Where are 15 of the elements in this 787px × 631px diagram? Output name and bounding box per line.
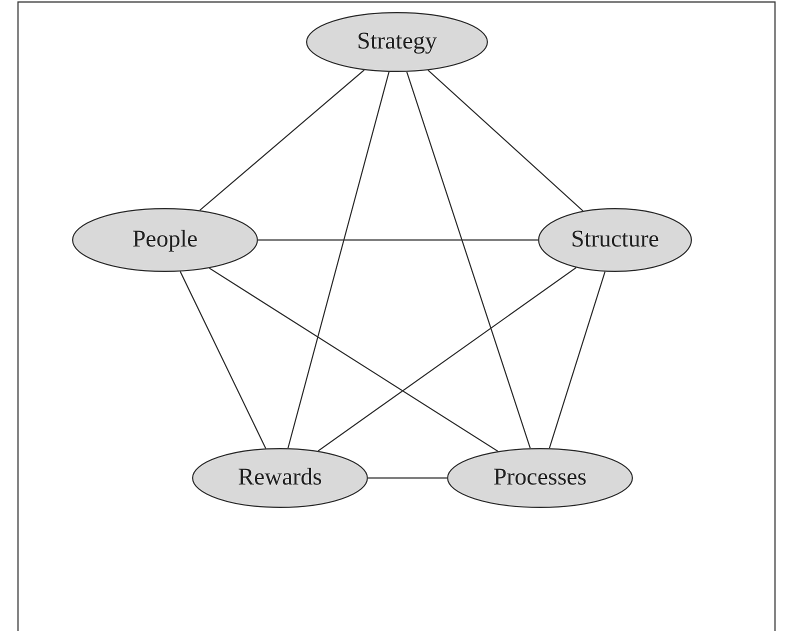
node-label: Processes — [492, 464, 588, 492]
connector-line — [428, 70, 584, 212]
connector-line — [318, 267, 576, 452]
node-label: Structure — [570, 226, 660, 254]
connector-line — [406, 72, 531, 448]
connector-line — [180, 271, 266, 449]
connector-line — [368, 477, 447, 479]
connector-line — [209, 268, 498, 452]
connector-line — [199, 70, 365, 211]
connector-line — [548, 272, 606, 448]
connector-line — [287, 72, 390, 448]
node-label: Strategy — [356, 28, 438, 56]
node-label: Rewards — [237, 464, 323, 492]
node-label: People — [131, 226, 199, 254]
connector-line — [258, 239, 538, 241]
